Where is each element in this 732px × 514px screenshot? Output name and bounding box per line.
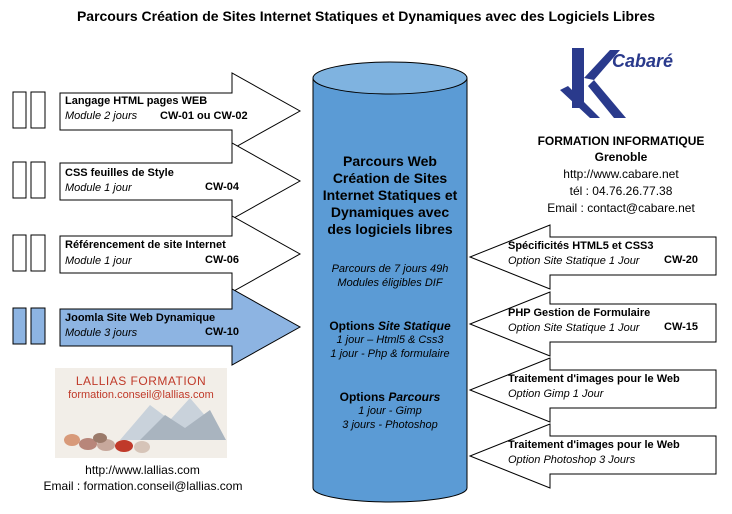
right-arrow-1 <box>468 224 717 290</box>
checkbox-1b <box>30 91 46 129</box>
checkbox-1a <box>12 91 27 129</box>
right-module-4-subtitle: Option Photoshop 3 Jours <box>508 454 636 466</box>
left-module-4-subtitle: Module 3 jours <box>65 327 138 339</box>
options-static-2: 1 jour - Php & formulaire <box>330 348 450 360</box>
lallias-url[interactable]: http://www.lallias.com <box>85 463 200 477</box>
left-arrow-1 <box>59 72 302 150</box>
cabare-logo-icon <box>560 48 626 118</box>
left-module-1-code: CW-01 ou CW-02 <box>160 110 248 122</box>
right-module-2-subtitle: Option Site Statique 1 Jour <box>508 322 640 334</box>
cylinder-duration: Parcours de 7 jours 49h <box>331 263 449 275</box>
checkbox-4b <box>30 307 46 345</box>
left-module-2-title: CSS feuilles de Style <box>65 167 174 179</box>
left-module-2-subtitle: Module 1 jour <box>65 182 132 194</box>
right-module-4-title: Traitement d'images pour le Web <box>508 439 680 451</box>
cabare-heading: FORMATION INFORMATIQUE <box>537 134 705 148</box>
cabare-email[interactable]: Email : contact@cabare.net <box>547 201 695 215</box>
left-module-4-code: CW-10 <box>205 326 240 338</box>
left-module-3-subtitle: Module 1 jour <box>65 255 132 267</box>
right-arrow-2 <box>468 291 717 357</box>
checkbox-2b <box>30 161 46 199</box>
options-parcours-heading: Options Parcours <box>318 390 462 404</box>
cylinder-heading: Parcours Web Création de Sites Internet … <box>322 153 458 237</box>
cabare-url[interactable]: http://www.cabare.net <box>563 167 679 181</box>
central-cylinder <box>312 61 468 503</box>
checkbox-2a <box>12 161 27 199</box>
left-arrow-3 <box>59 215 302 293</box>
options-static-heading: Options Site Statique <box>318 319 462 333</box>
lallias-logo-title: LALLIAS FORMATION <box>75 374 207 388</box>
left-module-1-title: Langage HTML pages WEB <box>65 95 208 107</box>
right-module-2-title: PHP Gestion de Formulaire <box>508 307 651 319</box>
checkbox-3b <box>30 234 46 272</box>
left-module-3-title: Référencement de site Internet <box>65 239 226 251</box>
lallias-logo-image <box>55 368 227 458</box>
checkbox-3a <box>12 234 27 272</box>
right-module-3-subtitle: Option Gimp 1 Jour <box>508 388 604 400</box>
right-module-1-title: Spécificités HTML5 et CSS3 <box>508 240 654 252</box>
right-module-2-code: CW-15 <box>664 321 699 333</box>
right-arrow-4 <box>468 423 717 489</box>
left-module-3-code: CW-06 <box>205 254 240 266</box>
left-module-2-code: CW-04 <box>205 181 240 193</box>
cabare-logo-text: Cabaré <box>612 51 674 71</box>
options-parcours-em: Parcours <box>388 390 441 404</box>
left-module-1-subtitle: Module 2 jours <box>65 110 138 122</box>
options-static-1: 1 jour – Html5 & Css3 <box>336 334 444 346</box>
checkbox-4a <box>12 307 27 345</box>
left-module-4-title: Joomla Site Web Dynamique <box>65 312 216 324</box>
options-parcours-1: 1 jour - Gimp <box>358 405 422 417</box>
cabare-city: Grenoble <box>594 150 648 164</box>
lallias-email[interactable]: Email : formation.conseil@lallias.com <box>43 479 243 493</box>
options-parcours-label: Options <box>339 390 385 404</box>
right-module-1-subtitle: Option Site Statique 1 Jour <box>508 255 640 267</box>
right-module-3-title: Traitement d'images pour le Web <box>508 373 680 385</box>
left-arrow-4 <box>59 288 302 366</box>
cylinder-dif: Modules éligibles DIF <box>337 277 443 289</box>
options-parcours-2: 3 jours - Photoshop <box>342 419 438 431</box>
right-module-1-code: CW-20 <box>664 254 699 266</box>
options-static-em: Site Statique <box>377 319 451 333</box>
page-title: Parcours Création de Sites Internet Stat… <box>76 8 656 24</box>
left-arrow-2 <box>59 142 302 220</box>
lallias-logo-email: formation.conseil@lallias.com <box>68 389 214 401</box>
right-arrow-3 <box>468 357 717 423</box>
cabare-phone: tél : 04.76.26.77.38 <box>569 184 673 198</box>
options-static-label: Options <box>329 319 375 333</box>
